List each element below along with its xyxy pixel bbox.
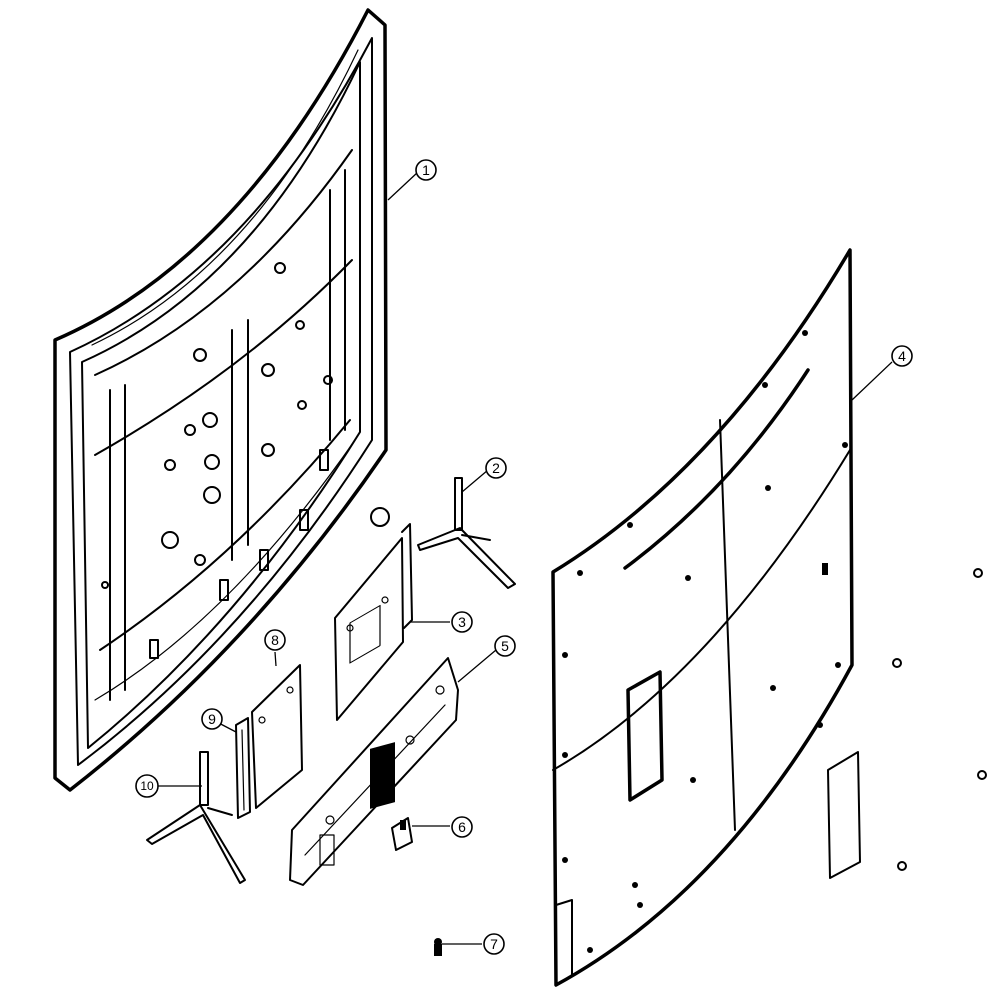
- rear-cover: [551, 248, 854, 987]
- callout-2: 2: [485, 457, 507, 479]
- callout-6: 6: [451, 816, 473, 838]
- stand-right: [417, 477, 516, 589]
- callout-label: 1: [422, 162, 430, 178]
- main-board: [334, 523, 413, 721]
- callout-4: 4: [891, 345, 913, 367]
- power-board: [289, 657, 459, 886]
- callout-label: 10: [140, 779, 154, 793]
- callout-label: 3: [458, 614, 466, 630]
- callout-10: 10: [135, 774, 159, 798]
- small-module: [391, 817, 413, 851]
- callout-label: 7: [490, 936, 498, 952]
- callout-leaders: [158, 171, 893, 945]
- callout-label: 8: [271, 632, 279, 648]
- stand-left: [146, 751, 246, 884]
- callout-9: 9: [201, 708, 223, 730]
- callout-3: 3: [451, 611, 473, 633]
- callout-8: 8: [264, 629, 286, 651]
- callout-7: 7: [483, 933, 505, 955]
- strip-board-9: [235, 717, 251, 819]
- callout-1: 1: [415, 159, 437, 181]
- callout-label: 9: [208, 711, 216, 727]
- callout-label: 6: [458, 819, 466, 835]
- cover-plate: [827, 751, 861, 879]
- callout-label: 5: [501, 638, 509, 654]
- hardware-screws: [892, 568, 987, 871]
- callout-5: 5: [494, 635, 516, 657]
- screw: [434, 938, 442, 956]
- callout-label: 4: [898, 348, 906, 364]
- callout-label: 2: [492, 460, 500, 476]
- board-8: [251, 664, 303, 809]
- front-panel-frame: [53, 8, 390, 792]
